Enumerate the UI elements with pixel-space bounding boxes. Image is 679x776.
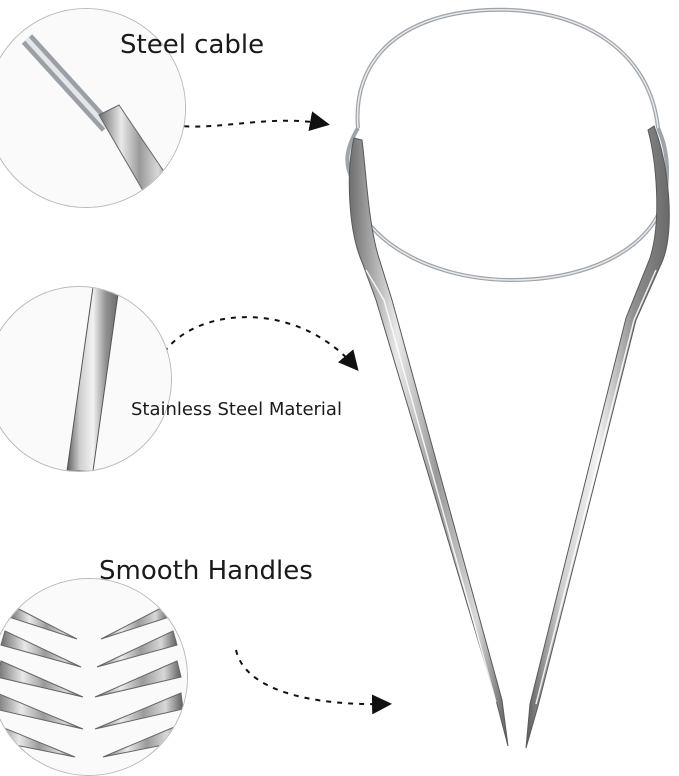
- left-needle: [348, 137, 509, 747]
- arrow-steel-cable: [151, 111, 330, 131]
- arrow-smooth-handles: [235, 649, 392, 715]
- detail-circle-steel-cable: [0, 8, 186, 208]
- label-stainless-steel-material: Stainless Steel Material: [131, 399, 342, 420]
- right-needle: [525, 125, 670, 749]
- arrow-stainless-steel: [154, 316, 359, 373]
- detail-circle-stainless-steel: [0, 286, 172, 472]
- steel-cable: [345, 7, 670, 283]
- label-smooth-handles: Smooth Handles: [99, 556, 313, 586]
- label-steel-cable: Steel cable: [120, 30, 265, 60]
